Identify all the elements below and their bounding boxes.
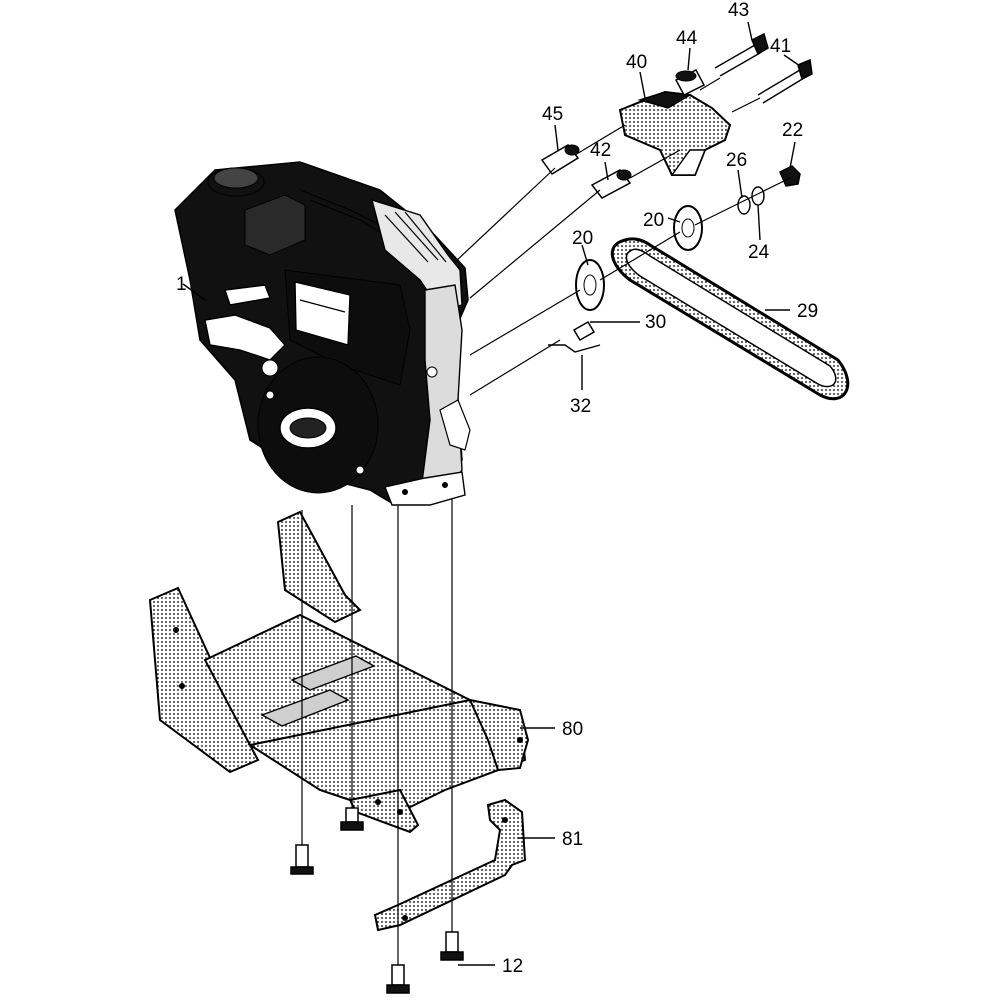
drive-belt (610, 237, 850, 401)
bolt-12-c (440, 931, 464, 961)
engine-mounting-plate (148, 510, 530, 834)
label-part-20-right: 20 (643, 210, 664, 231)
label-leaders (182, 21, 801, 966)
label-part-41: 41 (770, 36, 791, 57)
screw-30 (572, 320, 596, 342)
label-part-81: 81 (562, 829, 583, 850)
washer-26 (737, 195, 751, 215)
pulley-20-left (575, 259, 605, 311)
label-part-44: 44 (676, 28, 698, 49)
key-32 (548, 344, 601, 353)
bolt-group (290, 807, 464, 994)
spacer-45 (540, 144, 580, 176)
bolt-12-d (386, 964, 410, 994)
label-part-80: 80 (562, 719, 583, 740)
label-part-45: 45 (542, 104, 563, 125)
bolt-12-a (290, 844, 314, 875)
label-part-26: 26 (726, 150, 747, 171)
label-part-40: 40 (626, 52, 647, 73)
bolt-41 (757, 58, 813, 104)
pulley-20-right (673, 205, 703, 251)
support-bracket (373, 798, 527, 932)
nut-22 (779, 165, 801, 187)
label-part-42: 42 (590, 140, 611, 161)
label-part-24: 24 (748, 242, 770, 263)
label-part-43: 43 (728, 0, 749, 21)
label-part-30: 30 (645, 312, 666, 333)
label-part-1: 1 (176, 274, 187, 295)
assembly-guide-lines (301, 498, 453, 965)
label-part-32: 32 (570, 396, 591, 417)
label-part-22: 22 (782, 120, 803, 141)
bolt-43 (714, 32, 769, 77)
shaft-axis-lines (454, 77, 791, 396)
bolt-12-b (340, 807, 364, 831)
upper-bracket (618, 90, 732, 176)
label-part-12: 12 (502, 956, 523, 977)
part-labels: 1 45 42 40 44 43 41 22 26 24 20 20 29 30… (176, 0, 818, 977)
engine-assembly (174, 161, 471, 506)
spacer-42 (590, 169, 632, 199)
spacer-44 (674, 69, 706, 96)
label-part-20-left: 20 (572, 228, 593, 249)
label-part-29: 29 (797, 301, 818, 322)
